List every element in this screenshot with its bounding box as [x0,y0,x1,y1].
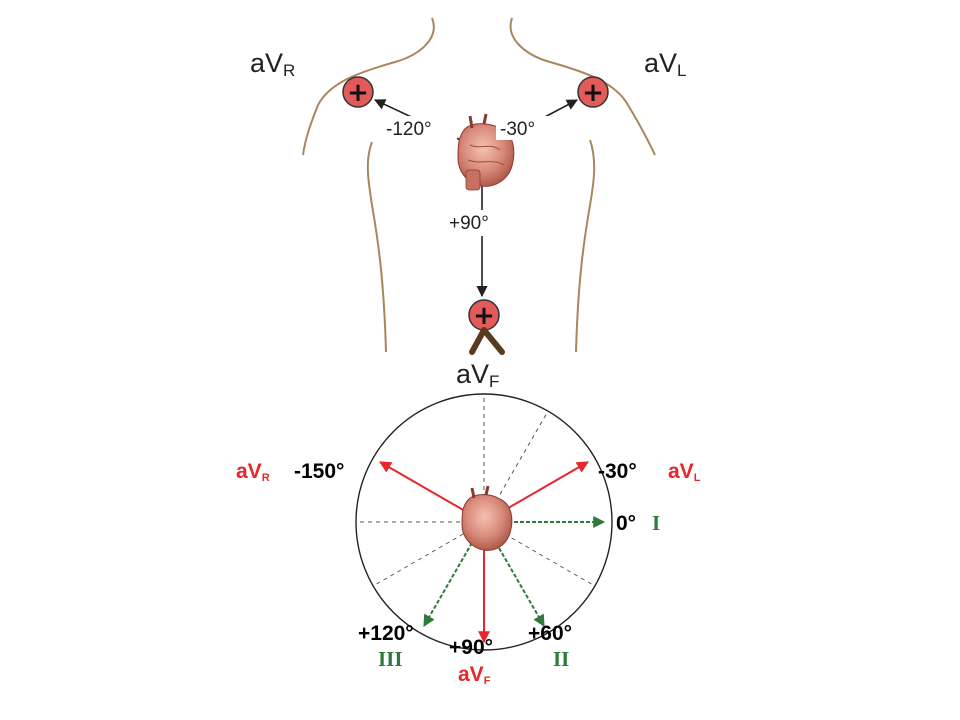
hexaxial-circle [355,393,613,651]
angle-avf-top: +90° [449,213,489,234]
label-lead-i-name: I [652,511,660,535]
angle-bg-avf [446,210,512,236]
label-avr-top: aVR [250,48,295,80]
label-avf-angle: +90° [449,636,493,659]
label-avf-top: aVF [456,359,499,391]
electrode-avf: + [468,299,500,331]
label-lead-i-angle: 0° [616,512,636,535]
dashed-axis-4 [483,521,596,587]
heart-icon-small [461,485,513,551]
label-lead-iii-angle: +120° [358,622,414,645]
torso-outline-right [509,17,656,353]
label-avr-angle: -150° [294,460,344,483]
dashed-axis-1 [483,410,549,523]
label-avl-name: aVL [668,460,701,484]
electrode-avl: + [577,76,609,108]
legs [469,327,505,355]
angle-bg-avr [381,116,457,140]
label-avr-name: aVR [236,460,270,484]
label-avl-top: aVL [644,48,687,80]
label-lead-iii-name: III [378,647,403,671]
dashed-axis-2 [372,521,485,587]
label-lead-ii-angle: +60° [528,622,572,645]
hexaxial-reference [355,393,613,651]
label-avl-angle: -30° [598,460,637,483]
torso-outline-left [302,17,435,353]
angle-avr-top: -120° [386,119,432,140]
label-avf-name: aVF [458,663,491,687]
electrode-plus-avf: + [473,301,495,331]
angle-avl-top: -30° [500,119,535,140]
electrode-plus-avr: + [347,78,369,108]
dashed-axes [356,394,596,587]
angle-bg-avl [496,116,558,140]
electrode-plus-avl: + [582,78,604,108]
electrode-avr: + [342,76,374,108]
label-lead-ii-name: II [553,647,569,671]
